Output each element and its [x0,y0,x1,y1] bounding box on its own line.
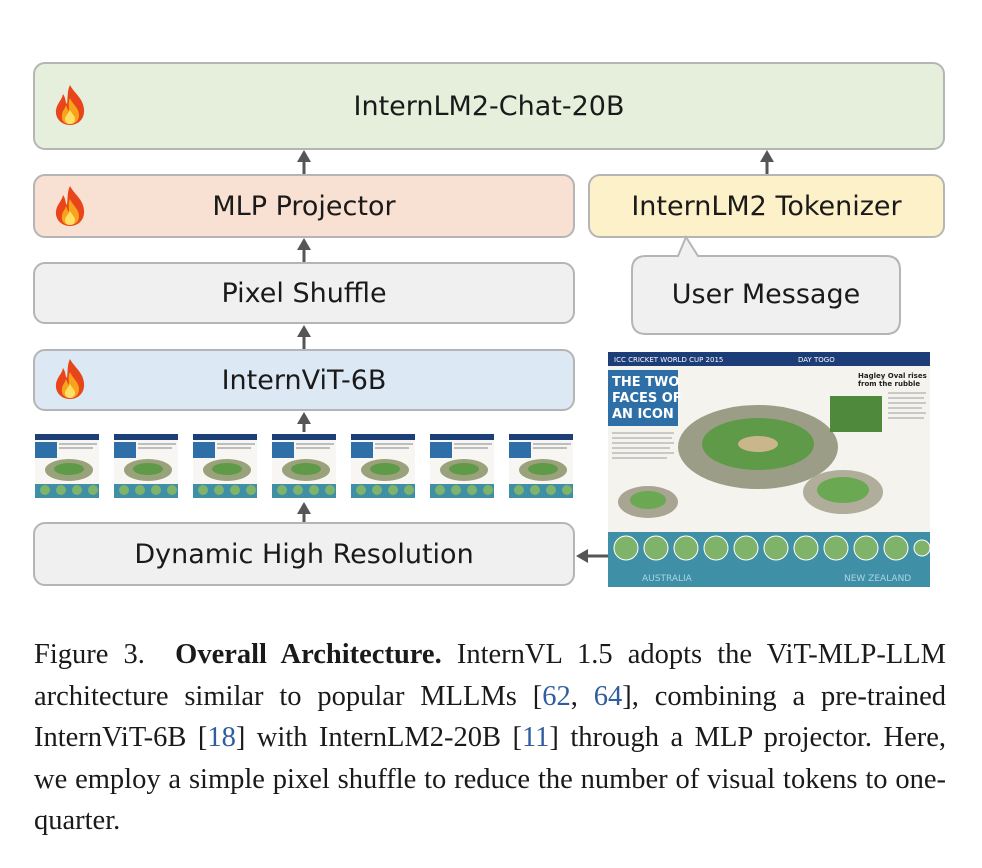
input-image: ICC CRICKET WORLD CUP 2015 DAY TOGO THE … [608,352,930,587]
tokenizer-label: InternLM2 Tokenizer [631,190,902,222]
llm-block: InternLM2-Chat-20B [33,62,945,150]
flow-arrows [297,150,774,563]
image-right-head-2: from the rubble [858,380,920,388]
caption-text: ] through a MLP projector. Here, we empl… [34,722,946,836]
caption-title: Overall Architecture. [175,639,442,670]
citation-link[interactable]: 11 [521,722,550,753]
image-headline-2: FACES OF [612,391,682,406]
user-message-label: User Message [671,278,861,310]
figure-caption: Figure 3. Overall Architecture. InternVL… [34,634,946,842]
caption-text: ], combining a pre-trained InternViT-6B … [34,680,946,754]
pixel-shuffle-label: Pixel Shuffle [221,277,387,309]
image-country-right: NEW ZEALAND [844,574,911,584]
image-right-head-1: Hagley Oval rises [858,372,927,380]
image-headline-3: AN ICON [612,407,674,422]
pixel-shuffle-block: Pixel Shuffle [33,262,575,324]
citation-link[interactable]: 62 [542,680,571,712]
caption-text: , [570,680,594,712]
image-day-label: DAY TOGO [798,356,835,364]
image-headline-1: THE TWO [612,375,679,390]
vit-label: InternViT-6B [221,364,387,396]
dynamic-resolution-label: Dynamic High Resolution [134,538,474,570]
user-message-bubble [631,234,901,335]
caption-text: InternVL 1.5 adopts the ViT-MLP-LLM arch… [34,639,946,712]
figure-label: Figure 3. [34,639,145,670]
citation-link[interactable]: 64 [593,680,623,712]
llm-label: InternLM2-Chat-20B [353,90,625,122]
dynamic-resolution-block: Dynamic High Resolution [33,522,575,586]
caption-text: ] with InternLM2-20B [ [235,722,522,753]
vit-block: InternViT-6B [33,349,575,411]
image-country-left: AUSTRALIA [642,574,693,584]
mlp-projector-label: MLP Projector [212,190,396,222]
citation-link[interactable]: 18 [207,722,236,753]
image-banner: ICC CRICKET WORLD CUP 2015 [614,356,723,364]
mlp-projector-block: MLP Projector [33,174,575,238]
tokenizer-block: InternLM2 Tokenizer [588,174,945,238]
